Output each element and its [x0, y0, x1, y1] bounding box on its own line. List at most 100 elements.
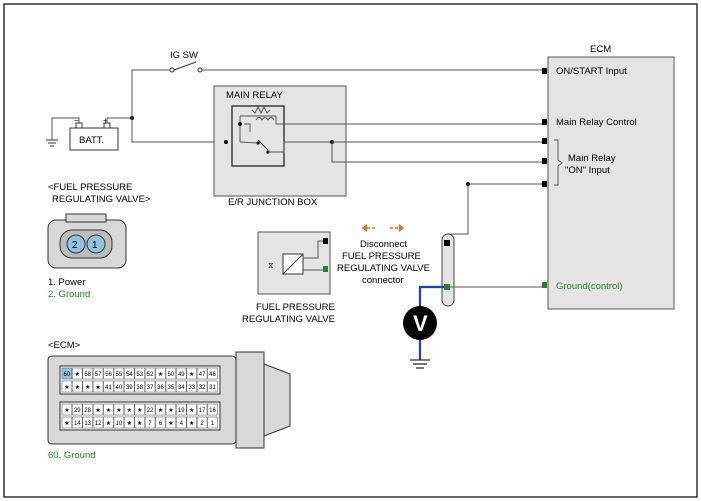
ecm-pin-60-desc: 60. Ground [48, 450, 96, 461]
ecm-pin-number: 41 [105, 385, 112, 391]
ecm-pin-cell [134, 380, 145, 393]
ecm-pin-cell [207, 367, 218, 380]
fprv-label-2: REGULATING VALVE [242, 314, 335, 325]
ecm-pin-number: ★ [127, 420, 132, 427]
ground-control-label: Ground(control) [556, 281, 623, 292]
ecm-pin-number: ★ [158, 371, 163, 378]
ecm-pin-number: 32 [199, 385, 206, 391]
disconnect-label-3: REGULATING VALVE [337, 263, 430, 274]
ecm-pin-cell [92, 416, 104, 429]
ecm-pin-number: 57 [95, 372, 102, 378]
ecm-pin-cell [196, 416, 208, 429]
ecm-pin-number: 37 [147, 385, 154, 391]
ecm-pin-number: 2 [200, 421, 204, 427]
b-plus-wire [131, 118, 226, 143]
svg-text:+: + [103, 116, 108, 125]
ecm-pin-number: ★ [137, 407, 142, 414]
ecm-pin-cell [165, 403, 177, 416]
fprv-pin-1-number: 1 [92, 240, 98, 251]
ecm-pin-number: 19 [178, 408, 185, 414]
ecm-pin-number: ★ [85, 384, 90, 391]
ecm-pin-number: 34 [178, 385, 185, 391]
ecm-pin-cell [61, 367, 73, 380]
ecm-pin-number: ★ [95, 384, 100, 391]
ecm-pin-cell [113, 380, 125, 393]
fprv-pin-2-desc: 2. Ground [48, 289, 90, 300]
ecm-pin-number: ★ [168, 407, 173, 414]
ecm-pin-number: 6 [159, 421, 163, 427]
relay-coil [255, 117, 275, 121]
ecm-pin-number: 52 [147, 372, 154, 378]
ecm-pin-cell [144, 367, 156, 380]
ecm-pin-cell [176, 367, 187, 380]
ig-sw-feed-wire [131, 69, 170, 118]
fprv-connector-title-2: REGULATING VALVE> [52, 194, 151, 205]
diagram-border [3, 3, 698, 498]
ecm-pin-number: ★ [189, 371, 194, 378]
ecm-pin-cell [92, 403, 104, 416]
relay-switch [257, 139, 269, 151]
ecm-pin-cell [113, 367, 125, 380]
ecm-pin-cell [72, 367, 83, 380]
ecm-pin-number: 58 [84, 372, 91, 378]
ecm-pin-cell [82, 367, 93, 380]
main-relay-on-wire-2 [331, 142, 542, 163]
ecm-pin-cell [176, 416, 187, 429]
ecm-pin-cell [124, 367, 135, 380]
battery [69, 127, 119, 151]
ecm-pin-number: ★ [64, 407, 69, 414]
ecm-block [547, 56, 675, 310]
ecm-pin-number: ★ [95, 407, 100, 414]
ecm-pin-number: ★ [64, 420, 69, 427]
ecm-pin-number: ★ [189, 407, 194, 414]
ecm-pin-number: 35 [168, 385, 175, 391]
fprv-pin-2-number: 2 [72, 240, 78, 251]
ecm-pin-number: 10 [116, 421, 123, 427]
ecm-pin-cell [165, 367, 177, 380]
junction-box-label: E/R JUNCTION BOX [228, 197, 318, 208]
svg-text:⧖: ⧖ [268, 261, 274, 270]
ecm-pin-cell [165, 380, 177, 393]
ecm-pin-number: 7 [148, 421, 152, 427]
ecm-pin-number: ★ [189, 420, 194, 427]
on-start-input-label: ON/START Input [556, 66, 627, 77]
main-relay-on-input-label-2: "ON" Input [565, 165, 610, 176]
ecm-pin-cell [124, 416, 135, 429]
ecm-pin-cell [144, 380, 156, 393]
ecm-pin-cell [186, 416, 197, 429]
main-relay-on-input-label-1: Main Relay [568, 153, 616, 164]
ecm-pin-cell [103, 380, 114, 393]
ecm-pin-number: 47 [199, 372, 206, 378]
ecm-pin-cell [155, 380, 166, 393]
voltmeter-probe-wire [418, 285, 444, 308]
ecm-pin-number: 31 [209, 385, 216, 391]
ecm-pin-cell [124, 380, 135, 393]
disconnect-arrow-left-icon [362, 224, 367, 232]
ecm-pin-number: 29 [74, 408, 81, 414]
ecm-pin-number: 33 [188, 385, 195, 391]
ecm-pin-cell [207, 380, 218, 393]
ecm-pin-cell [103, 416, 114, 429]
ecm-pin-number: ★ [116, 407, 121, 414]
ecm-pin-cell [113, 416, 125, 429]
ecm-pin-number: 13 [84, 421, 91, 427]
ecm-pin-cell [61, 403, 73, 416]
ecm-pin-number: 16 [209, 408, 216, 414]
ecm-pin-number: 53 [136, 372, 143, 378]
ecm-pin-number: 54 [126, 372, 133, 378]
ecm-pin-cell [144, 403, 156, 416]
ecm-pin-cell [196, 403, 208, 416]
ecm-pin-number: 39 [126, 385, 133, 391]
ecm-pin-cell [72, 403, 83, 416]
ecm-pin-cell [186, 403, 197, 416]
ecm-pin-cell [186, 367, 197, 380]
ecm-pin-number: ★ [75, 371, 80, 378]
ecm-pin-number: ★ [127, 407, 132, 414]
ecm-pin-cell [155, 367, 166, 380]
ecm-pin-number: 50 [168, 372, 175, 378]
ecm-pin-number: ★ [158, 407, 163, 414]
ecm-connector-body [47, 351, 291, 449]
ecm-pin-number: 55 [116, 372, 123, 378]
ig-sw-label: IG SW [170, 50, 198, 61]
ecm-pin-number: ★ [75, 384, 80, 391]
